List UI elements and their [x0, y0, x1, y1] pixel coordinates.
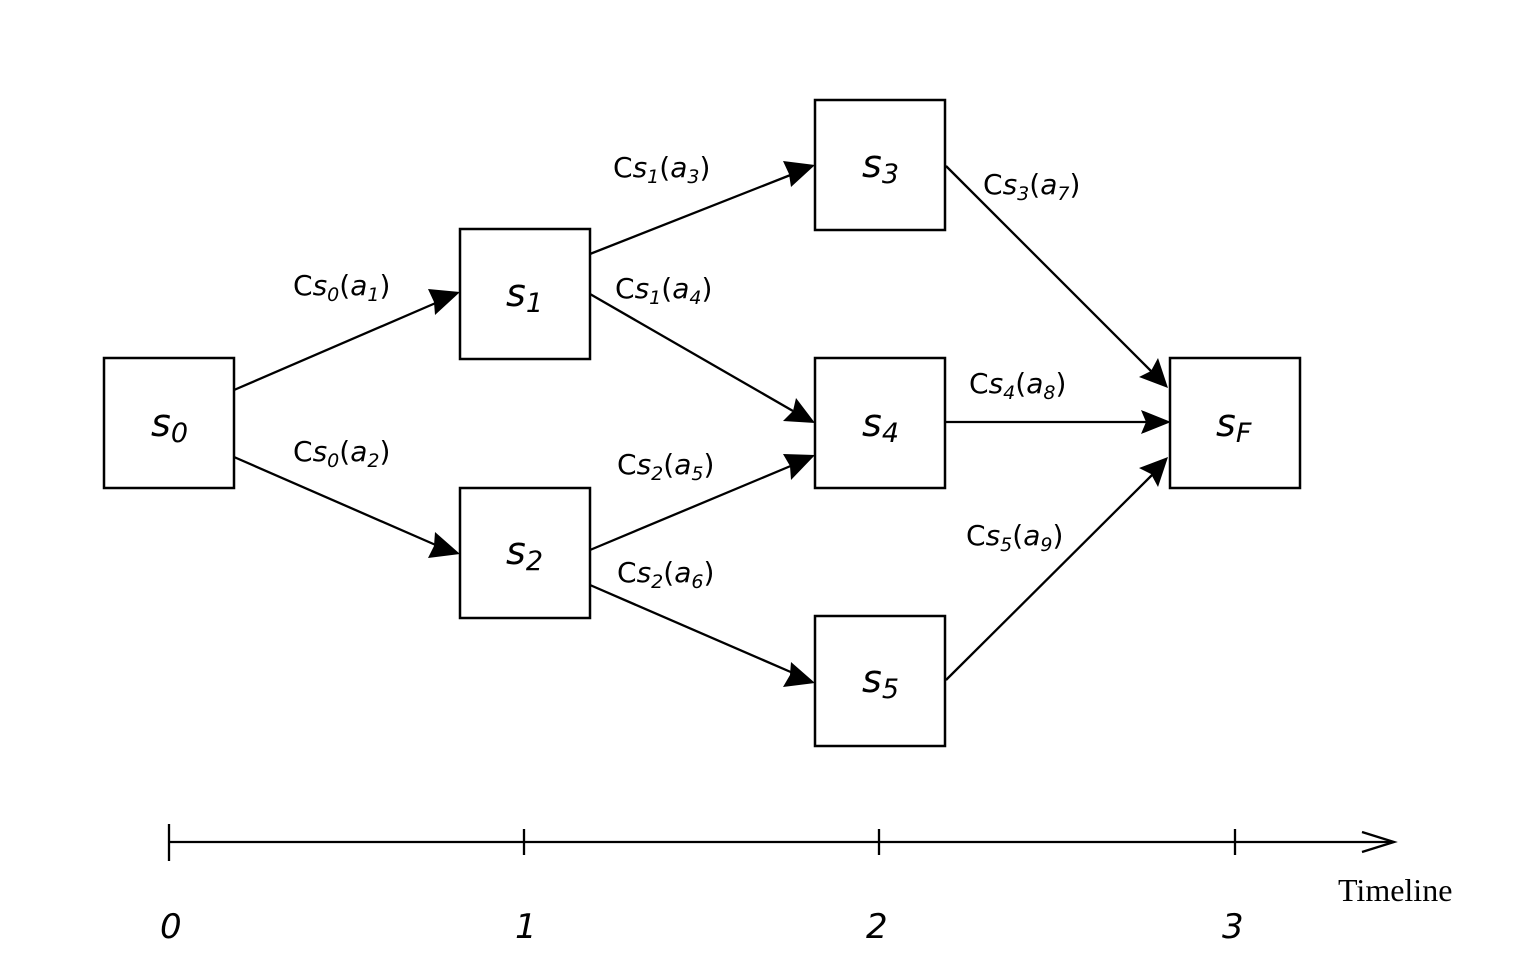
edge-label-e3: Cs1(a3): [613, 151, 710, 188]
edge-label-e2: Cs0(a2): [293, 435, 390, 472]
edge-s2-s5: [589, 583, 794, 675]
edge-label-e7: Cs3(a7): [983, 168, 1080, 205]
arrowhead-s2-s5: [783, 662, 815, 687]
edge-s3-sF: [945, 165, 1153, 373]
node-s5: s5: [813, 614, 947, 748]
arrowhead-s5-sF: [1139, 457, 1168, 487]
edge-s0-s1: [233, 300, 439, 392]
timeline-tick-label-2: 2: [866, 907, 888, 947]
edge-s1-s3: [589, 172, 794, 256]
timeline-tick-label-0: 0: [160, 907, 182, 947]
arrowhead-s0-s1: [428, 289, 460, 315]
node-s0-label: s0: [151, 401, 188, 449]
node-s1: s1: [458, 227, 592, 361]
edge-s1-s4: [589, 293, 794, 412]
node-s1-label: s1: [506, 271, 543, 319]
arrowhead-s2-s4: [783, 454, 815, 480]
arrowhead-s1-s3: [783, 161, 815, 187]
edge-s0-s2: [233, 455, 439, 548]
node-s0: s0: [102, 356, 236, 490]
node-s4: s4: [813, 356, 947, 490]
node-s4-label: s4: [862, 401, 899, 449]
node-s2-label: s2: [506, 529, 543, 577]
arrowheads: [428, 161, 1171, 687]
edge-label-e9: Cs5(a9): [966, 519, 1063, 556]
timeline-label: Timeline: [1338, 872, 1452, 908]
arrowhead-s0-s2: [428, 532, 460, 558]
edge-label-e8: Cs4(a8): [969, 367, 1066, 404]
timeline-tick-label-1: 1: [515, 907, 537, 947]
edge-label-e5: Cs2(a5): [617, 448, 714, 485]
node-s5-label: s5: [862, 657, 899, 705]
node-s3-label: s3: [862, 142, 899, 190]
timeline: 0 1 2 3 Timeline: [160, 824, 1452, 947]
arrowhead-s3-sF: [1139, 358, 1168, 388]
edges: [233, 165, 1153, 681]
edge-label-e1: Cs0(a1): [293, 269, 390, 306]
node-sF-label: sF: [1216, 401, 1252, 449]
timeline-tick-label-3: 3: [1222, 907, 1244, 947]
edge-labels: Cs0(a1) Cs0(a2) Cs1(a3) Cs1(a4) Cs2(a5) …: [293, 151, 1080, 593]
arrowhead-s4-sF: [1141, 410, 1171, 434]
arrowhead-s1-s4: [783, 398, 815, 423]
node-sF: sF: [1168, 356, 1302, 490]
timeline-arrowhead: [1361, 830, 1398, 854]
edge-label-e6: Cs2(a6): [617, 556, 714, 593]
edge-label-e4: Cs1(a4): [615, 272, 712, 309]
node-s3: s3: [813, 98, 947, 232]
node-s2: s2: [458, 486, 592, 620]
edge-s5-sF: [945, 474, 1153, 681]
edge-s2-s4: [589, 463, 794, 552]
